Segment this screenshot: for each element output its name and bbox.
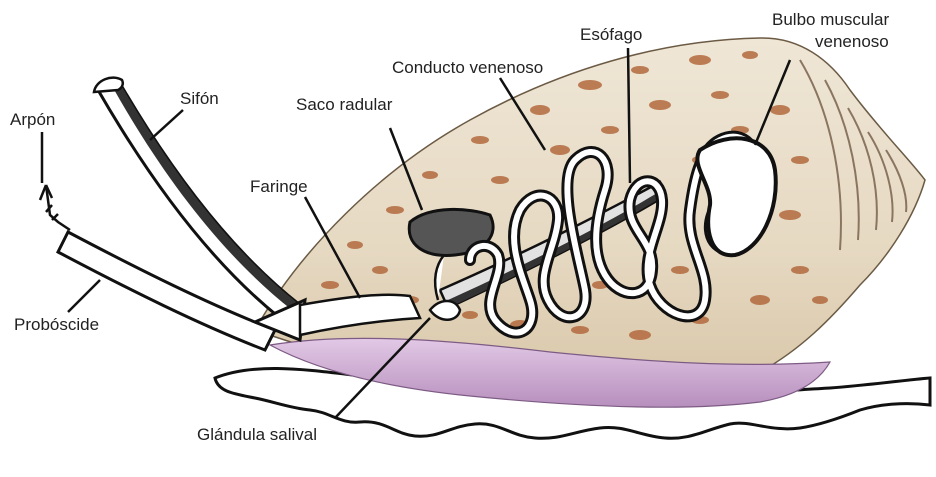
label-bulbo-line1: Bulbo muscular bbox=[772, 10, 890, 29]
label-bulbo-line2: venenoso bbox=[815, 32, 889, 51]
label-conducto-venenoso: Conducto venenoso bbox=[392, 58, 543, 77]
label-arpon: Arpón bbox=[10, 110, 55, 129]
harpoon bbox=[40, 185, 70, 230]
label-proboscide: Probóscide bbox=[14, 315, 99, 334]
label-saco-radular: Saco radular bbox=[296, 95, 393, 114]
shell bbox=[255, 38, 925, 391]
label-sifon: Sifón bbox=[180, 89, 219, 108]
siphon-tip bbox=[94, 78, 123, 92]
label-glandula-salival: Glándula salival bbox=[197, 425, 317, 444]
label-esofago: Esófago bbox=[580, 25, 642, 44]
label-faringe: Faringe bbox=[250, 177, 308, 196]
